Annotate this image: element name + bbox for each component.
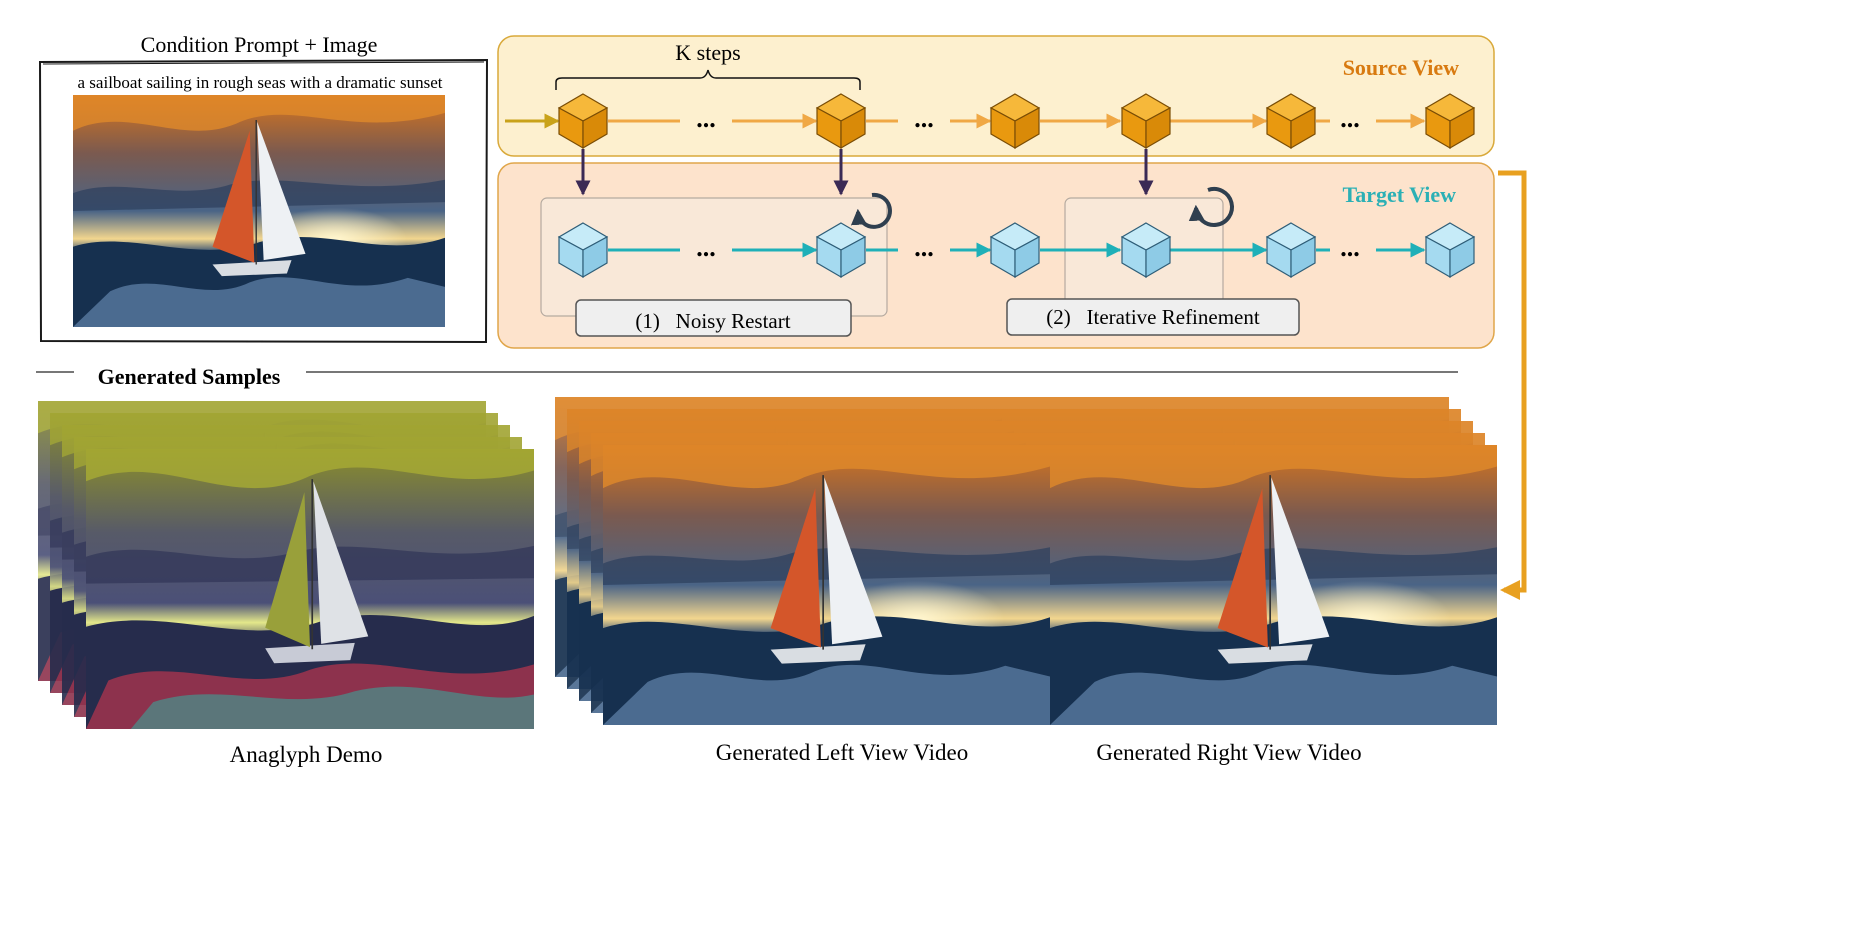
left-view-video-frame bbox=[603, 445, 1050, 725]
condition-title: Condition Prompt + Image bbox=[141, 32, 378, 57]
left-view-caption: Generated Left View Video bbox=[716, 740, 968, 765]
anaglyph-demo-image bbox=[86, 449, 534, 729]
source-ellipses: ... ... ... bbox=[696, 104, 1360, 133]
anaglyph-caption: Anaglyph Demo bbox=[230, 742, 383, 767]
right-view-video-frame bbox=[1050, 445, 1497, 725]
ellipsis: ... bbox=[1340, 104, 1360, 133]
target-view-label: Target View bbox=[1343, 182, 1457, 207]
right-view-frame-stack bbox=[1002, 397, 1497, 725]
anaglyph-frame-stack bbox=[38, 401, 534, 729]
generated-samples-divider: Generated Samples bbox=[36, 364, 1458, 389]
output-connector-arrow bbox=[1498, 170, 1527, 600]
k-steps-label: K steps bbox=[675, 40, 740, 65]
k-steps-brace: K steps bbox=[555, 40, 861, 90]
source-view-panel: Source View bbox=[497, 35, 1495, 157]
source-view-label: Source View bbox=[1343, 55, 1459, 80]
noisy-restart-box: (1) Noisy Restart bbox=[575, 299, 852, 337]
condition-panel: Condition Prompt + Image a sailboat sail… bbox=[38, 32, 489, 344]
iterative-refinement-label: (2) Iterative Refinement bbox=[1046, 305, 1260, 329]
condition-image bbox=[73, 95, 445, 327]
ellipsis: ... bbox=[696, 104, 716, 133]
ellipsis: ... bbox=[1340, 233, 1360, 262]
ellipsis: ... bbox=[914, 104, 934, 133]
left-view-frame-stack bbox=[555, 397, 1050, 725]
refresh-loop-icon bbox=[1188, 187, 1234, 227]
noisy-restart-label: (1) Noisy Restart bbox=[635, 309, 790, 333]
target-ellipses: ... ... ... bbox=[696, 233, 1360, 262]
refresh-loop-icon bbox=[850, 192, 892, 229]
right-view-caption: Generated Right View Video bbox=[1096, 740, 1361, 765]
condition-prompt-text: a sailboat sailing in rough seas with a … bbox=[78, 73, 443, 92]
generated-samples-label: Generated Samples bbox=[98, 364, 281, 389]
cross-view-arrows bbox=[575, 149, 1154, 196]
ellipsis: ... bbox=[914, 233, 934, 262]
iterative-refinement-box: (2) Iterative Refinement bbox=[1006, 298, 1300, 336]
ellipsis: ... bbox=[696, 233, 716, 262]
